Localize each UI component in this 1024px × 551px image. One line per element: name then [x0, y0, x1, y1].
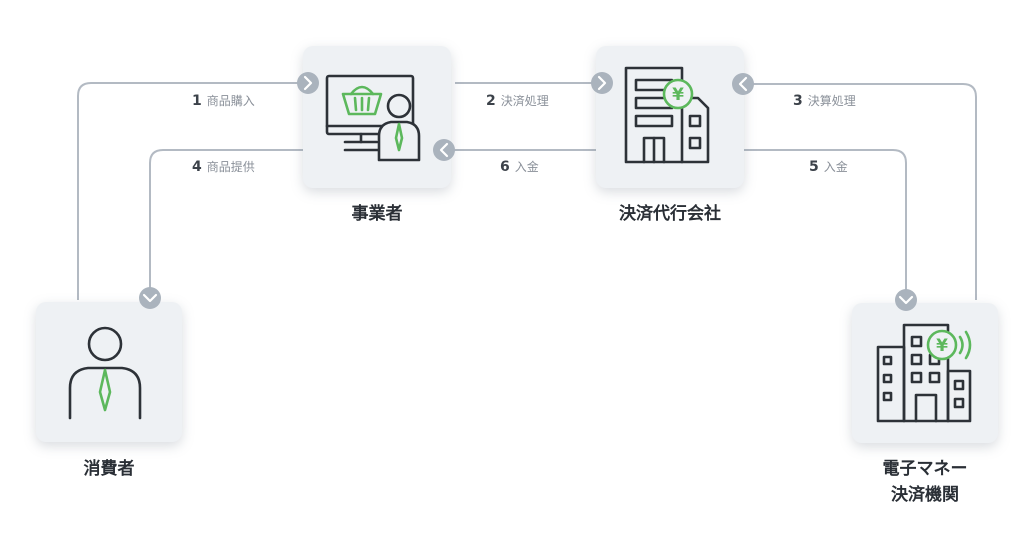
- person-with-tie-icon: [68, 326, 142, 420]
- chevron-right-icon: [297, 72, 319, 94]
- edge-label-2: 2 決済処理: [486, 92, 549, 109]
- edge-3-line: [752, 83, 977, 300]
- chevron-left-icon: [433, 139, 455, 161]
- emoney-label-line2: 決済機関: [891, 485, 959, 505]
- consumer-label: 消費者: [83, 459, 135, 479]
- edge-number: 2: [486, 93, 496, 109]
- edge-label-5: 5 入金: [809, 158, 848, 175]
- edge-number: 3: [793, 93, 803, 109]
- payment-agent-card: ¥: [596, 46, 744, 188]
- edge-text: 決済処理: [500, 94, 549, 108]
- edge-label-6: 6 入金: [500, 158, 539, 175]
- edge-number: 5: [809, 159, 819, 175]
- edge-4-line: [149, 149, 303, 290]
- chevron-down-icon: [139, 287, 161, 309]
- edge-number: 4: [192, 159, 202, 175]
- emoney-label: 電子マネー 決済機関: [820, 456, 1024, 508]
- person-at-computer-with-basket-icon: [325, 74, 421, 162]
- chevron-right-icon: [591, 72, 613, 94]
- emoney-label-line1: 電子マネー: [882, 459, 968, 479]
- business-label: 事業者: [351, 204, 403, 224]
- chevron-down-icon: [895, 289, 917, 311]
- edge-text: 入金: [514, 160, 539, 174]
- edge-text: 商品提供: [206, 160, 255, 174]
- yen-symbol: ¥: [936, 336, 948, 356]
- edge-number: 6: [500, 159, 510, 175]
- building-with-yen-contactless-icon: ¥: [876, 323, 972, 423]
- edge-text: 決算処理: [807, 94, 856, 108]
- payment-agent-label: 決済代行会社: [619, 204, 721, 224]
- edge-number: 1: [192, 93, 202, 109]
- consumer-card: [36, 302, 182, 442]
- business-card: [303, 46, 451, 188]
- edge-text: 商品購入: [206, 94, 255, 108]
- office-building-with-yen-icon: ¥: [624, 66, 710, 164]
- yen-symbol: ¥: [672, 85, 684, 105]
- emoney-card: ¥: [852, 303, 998, 443]
- edge-label-4: 4 商品提供: [192, 158, 255, 175]
- edge-1-line: [77, 82, 300, 300]
- edge-text: 入金: [823, 160, 848, 174]
- edge-label-3: 3 決算処理: [793, 92, 856, 109]
- edge-5-line: [742, 149, 907, 290]
- edge-label-1: 1 商品購入: [192, 92, 255, 109]
- chevron-left-icon: [732, 73, 754, 95]
